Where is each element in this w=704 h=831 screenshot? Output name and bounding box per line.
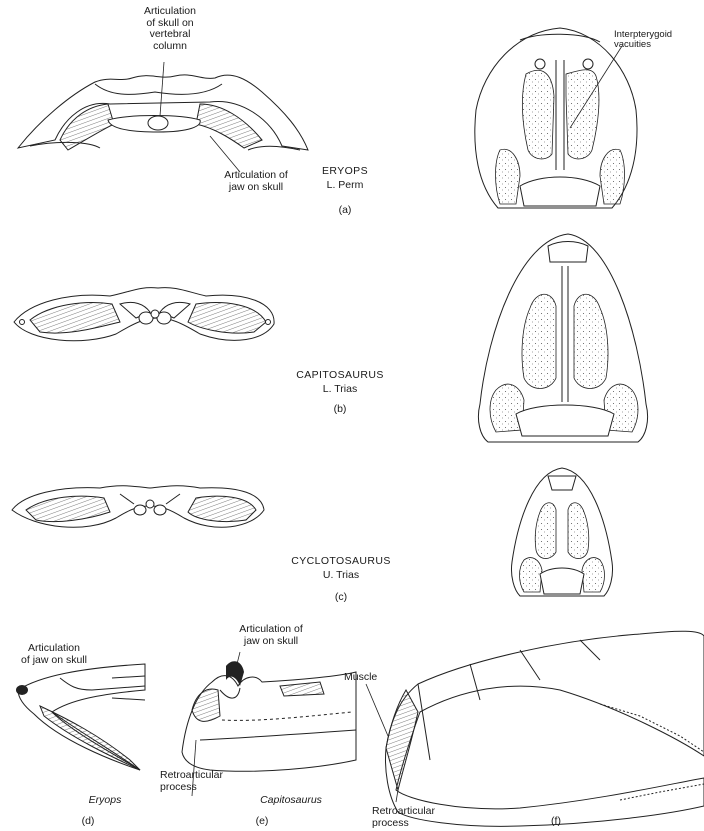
capitosaurus-jaw-detail bbox=[182, 661, 356, 771]
label-articulation-jaw-skull-d: Articulation of jaw on skull bbox=[6, 643, 102, 666]
caption-genus-capitosaurus-e: Capitosaurus bbox=[246, 795, 336, 807]
cyclotosaurus-occipital-view bbox=[12, 486, 264, 528]
label-retroarticular-process-e: Retroarticular process bbox=[160, 770, 240, 793]
caption-genus-eryops: ERYOPS bbox=[300, 166, 390, 178]
panel-tag-f: (f) bbox=[536, 816, 576, 828]
eryops-jaw-detail bbox=[16, 664, 145, 770]
capitosaurus-palatal-view bbox=[478, 234, 647, 442]
label-retroarticular-process-f: Retroarticular process bbox=[372, 806, 452, 829]
panel-tag-e: (e) bbox=[242, 816, 282, 828]
caption-period-a: L. Perm bbox=[300, 180, 390, 192]
caption-genus-cyclotosaurus: CYCLOTOSAURUS bbox=[276, 556, 406, 568]
panel-tag-b: (b) bbox=[280, 404, 400, 416]
panel-tag-c: (c) bbox=[276, 592, 406, 604]
skull-lateral-view bbox=[386, 631, 704, 826]
label-articulation-jaw-skull-a: Articulation of jaw on skull bbox=[214, 170, 298, 193]
caption-genus-eryops-d: Eryops bbox=[70, 795, 140, 807]
caption-period-c: U. Trias bbox=[276, 570, 406, 582]
caption-period-b: L. Trias bbox=[280, 384, 400, 396]
cyclotosaurus-palatal-view bbox=[511, 468, 612, 596]
eryops-palatal-view bbox=[475, 28, 637, 208]
label-articulation-jaw-skull-e: Articulation of jaw on skull bbox=[226, 624, 316, 647]
label-interpterygoid-vacuities: Interpterygoid vacuities bbox=[614, 30, 702, 50]
label-articulation-skull-vertebral: Articulation of skull on vertebral colum… bbox=[128, 6, 212, 52]
label-muscle: Muscle bbox=[344, 672, 394, 684]
eryops-occipital-view bbox=[18, 75, 308, 150]
panel-tag-a: (a) bbox=[300, 205, 390, 217]
caption-genus-capitosaurus: CAPITOSAURUS bbox=[280, 370, 400, 382]
panel-tag-d: (d) bbox=[68, 816, 108, 828]
capitosaurus-occipital-view bbox=[14, 288, 274, 341]
